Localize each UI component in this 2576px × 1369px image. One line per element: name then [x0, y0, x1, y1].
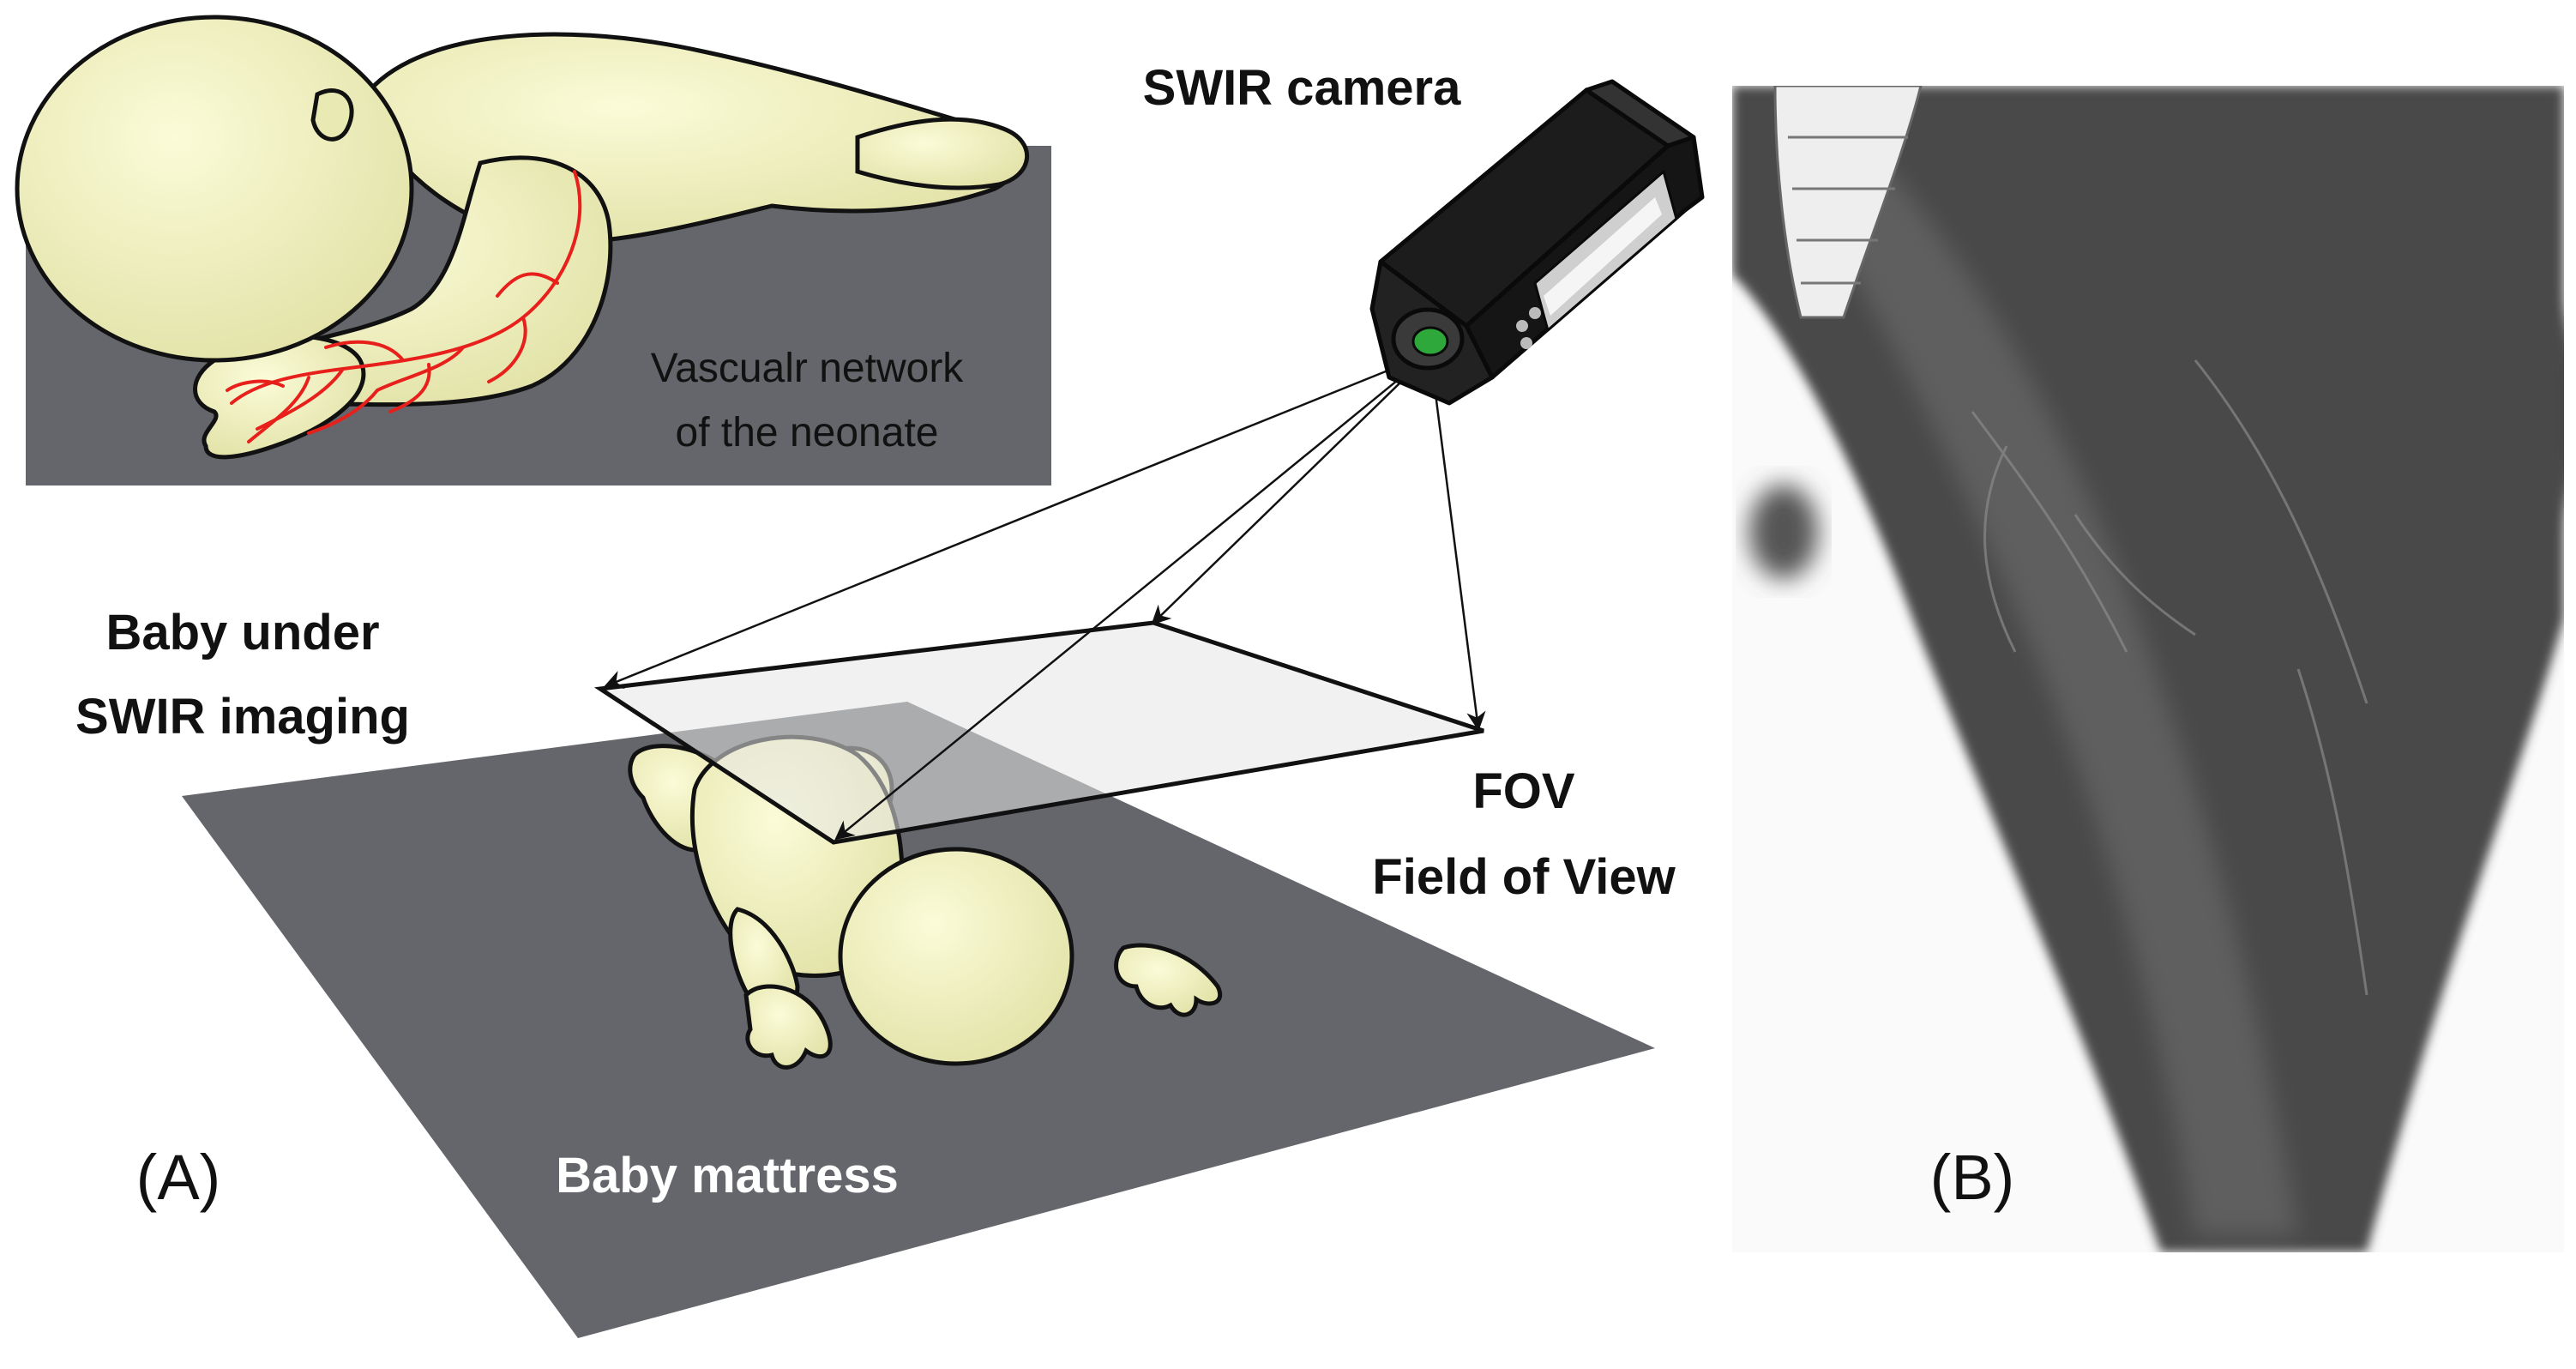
baby-mattress-label: Baby mattress	[556, 1148, 899, 1203]
inset-baby-illustration	[15, 15, 1029, 460]
fov-projection-arrows	[603, 352, 1486, 841]
forearm-vessels	[1971, 359, 2368, 996]
inset-caption-line2: of the neonate	[676, 410, 939, 455]
field-of-view-label: Field of View	[1372, 849, 1676, 905]
wristwatch-band	[1773, 86, 1923, 319]
swir-camera-label: SWIR camera	[1143, 60, 1461, 116]
fov-label: FOV	[1472, 763, 1575, 819]
swir-image-panel	[1732, 86, 2564, 1252]
baby-under-swir-label-line1: Baby under	[105, 605, 379, 660]
baby-under-swir-label-line2: SWIR imaging	[75, 689, 410, 745]
inset-caption-line1: Vascualr network	[651, 346, 965, 391]
vascular-network-lines	[226, 170, 582, 443]
swir-camera-illustration	[1369, 79, 1705, 406]
vascular-network-inset: Vascualr network of the neonate	[15, 7, 1051, 485]
panel-b-label: (B)	[1930, 1142, 2015, 1213]
panel-a-label: (A)	[136, 1142, 221, 1213]
